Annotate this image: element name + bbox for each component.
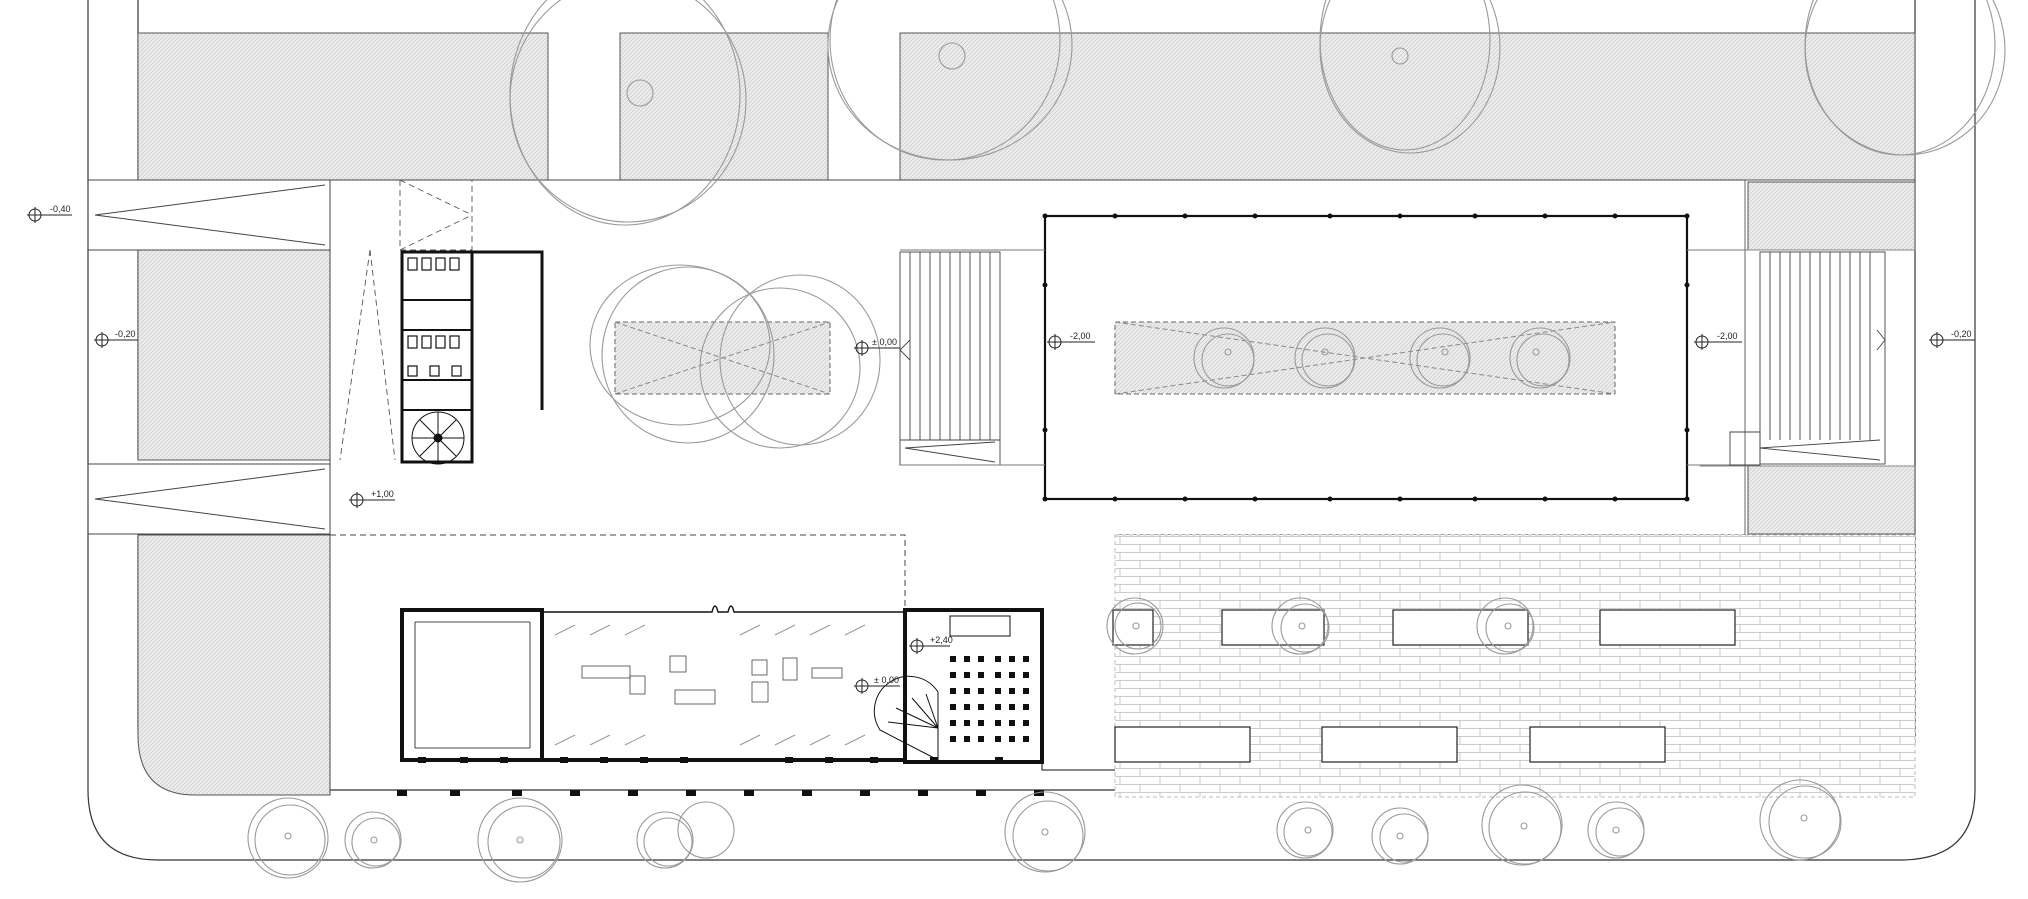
level-label-east-stairs: -2,00	[1717, 331, 1738, 341]
room-west	[400, 608, 544, 762]
auditorium-seats	[950, 656, 1029, 742]
brick-plaza	[1112, 534, 1916, 798]
level-label-auditorium: +2,40	[930, 635, 953, 645]
stairs-east	[1729, 251, 1886, 466]
level-marker-icon	[854, 678, 900, 694]
court-columns	[1042, 213, 1690, 502]
tree-canopy-icon	[247, 0, 2006, 883]
level-marker-icon	[909, 638, 950, 654]
level-marker-icon	[94, 332, 138, 348]
building-south	[397, 605, 1115, 796]
ramp-north-connector	[339, 179, 473, 461]
level-label-ramp: +1,00	[371, 489, 394, 499]
level-label-east-edge: -0,20	[1951, 329, 1972, 339]
spiral-stair-icon	[411, 411, 465, 465]
exhibition-hall	[542, 605, 906, 761]
green-block-w	[137, 249, 331, 461]
level-label-exhibition: ± 0,00	[874, 675, 899, 685]
level-label-west-top: -0,40	[50, 204, 71, 214]
sunken-court	[900, 213, 1748, 502]
wc-core	[400, 250, 544, 465]
level-marker-icon	[27, 207, 72, 223]
facade-piers	[397, 757, 1044, 796]
level-marker-icon	[349, 492, 395, 508]
exhibition-panels	[581, 655, 843, 705]
benches	[1112, 609, 1736, 763]
ramp-west-bottom	[87, 463, 331, 535]
level-label-plaza: ± 0,00	[872, 337, 897, 347]
green-block-e1	[1747, 181, 1916, 251]
green-block-n	[619, 32, 829, 181]
level-marker-icon	[1047, 334, 1095, 350]
ramp-west-top	[87, 179, 331, 251]
green-block-e2	[1747, 465, 1916, 535]
level-marker-icon	[1929, 332, 1975, 348]
stairs-west	[899, 251, 1001, 466]
toilet-icon	[407, 257, 462, 377]
green-block-nw	[137, 32, 549, 181]
auditorium	[903, 608, 1044, 764]
level-marker-icon	[854, 340, 900, 356]
exhibition-arrows	[554, 624, 866, 746]
level-markers: -0,40 -0,20 +1,00 ± 0,00 -2,00 -2,00 -0,…	[27, 204, 1975, 694]
level-label-sunken-court: -2,00	[1070, 331, 1091, 341]
level-label-west-mid: -0,20	[115, 329, 136, 339]
green-block-sw	[137, 534, 331, 796]
level-marker-icon	[1694, 334, 1742, 350]
spiral-stair-icon	[873, 675, 939, 761]
